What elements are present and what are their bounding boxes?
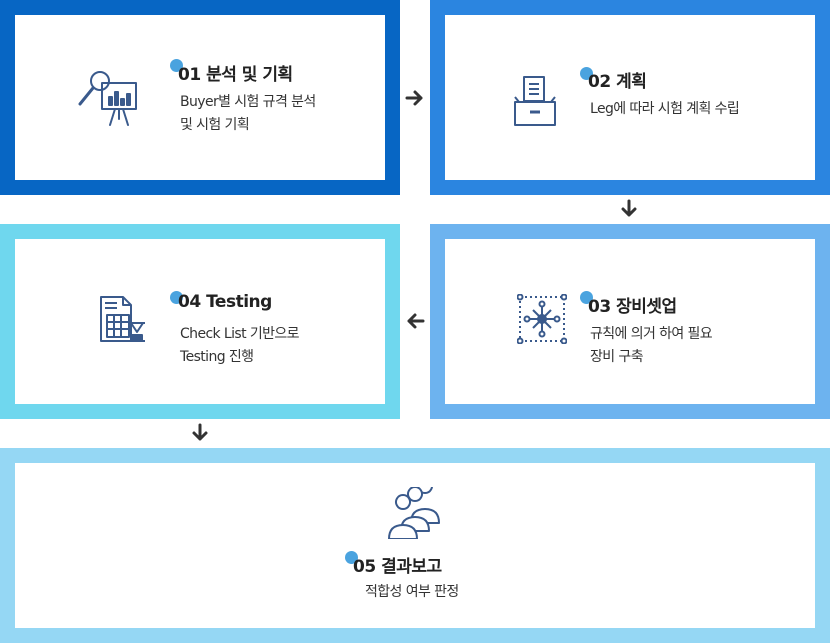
- step-03-desc-line-1: 규칙에 의거 하여 필요: [590, 326, 713, 342]
- step-04-desc-line-1: Check List 기반으로: [180, 326, 300, 342]
- step-02-dot: [580, 67, 593, 80]
- calculator-hourglass-icon: [100, 296, 145, 342]
- step-04-description: Check List 기반으로 Testing 진행: [180, 323, 300, 369]
- step-05-number: 05: [353, 557, 376, 577]
- step-04-desc-line-2: Testing 진행: [180, 349, 254, 365]
- step-01-title-text: 분석 및 기획: [206, 65, 293, 85]
- step-05-title: 05 결과보고: [353, 552, 442, 577]
- step-02-desc-line-1: Leg에 따라 시험 계획 수립: [590, 101, 740, 117]
- step-03-description: 규칙에 의거 하여 필요 장비 구축: [590, 323, 713, 369]
- step-01-title: 01 분석 및 기획: [178, 60, 293, 85]
- step-05-desc-line-1: 적합성 여부 판정: [365, 584, 459, 600]
- step-03-number: 03: [588, 297, 611, 317]
- step-04-dot: [170, 291, 183, 304]
- step-05-description: 적합성 여부 판정: [365, 581, 459, 604]
- step-05-card: 05 결과보고 적합성 여부 판정: [15, 463, 815, 628]
- step-04-number: 04: [178, 292, 201, 312]
- step-05-title-text: 결과보고: [381, 557, 442, 577]
- step-01-number: 01: [178, 65, 201, 85]
- step-01-desc-line-1: Buyer별 시험 규격 분석: [180, 94, 316, 110]
- step-03-dot: [580, 291, 593, 304]
- step-03-desc-line-2: 장비 구축: [590, 349, 644, 365]
- network-node-icon: [517, 294, 567, 344]
- step-01-dot: [170, 59, 183, 72]
- step-01-description: Buyer별 시험 규격 분석 및 시험 기획: [180, 91, 316, 137]
- arrow-down-icon: [621, 199, 637, 217]
- step-02-title-text: 계획: [616, 72, 647, 92]
- step-02-title: 02 계획: [588, 67, 647, 92]
- step-03-card: 03 장비셋업 규칙에 의거 하여 필요 장비 구축: [445, 239, 815, 404]
- step-02-number: 02: [588, 72, 611, 92]
- chart-presentation-magnifier-icon: [78, 71, 137, 126]
- step-04-title: 04 Testing: [178, 292, 272, 312]
- users-group-icon: [388, 487, 440, 539]
- step-01-desc-line-2: 및 시험 기획: [180, 117, 250, 133]
- arrow-right-icon: [405, 90, 423, 106]
- step-04-title-text: Testing: [206, 292, 272, 312]
- step-03-title: 03 장비셋업: [588, 292, 677, 317]
- step-05-dot: [345, 551, 358, 564]
- step-02-card: 02 계획 Leg에 따라 시험 계획 수립: [445, 15, 815, 180]
- arrow-down-icon: [192, 423, 208, 441]
- step-02-description: Leg에 따라 시험 계획 수립: [590, 98, 740, 121]
- step-03-title-text: 장비셋업: [616, 297, 677, 317]
- step-01-card: 01 분석 및 기획 Buyer별 시험 규격 분석 및 시험 기획: [15, 15, 385, 180]
- arrow-left-icon: [407, 313, 425, 329]
- step-04-card: 04 Testing Check List 기반으로 Testing 진행: [15, 239, 385, 404]
- document-drawer-icon: [514, 76, 556, 126]
